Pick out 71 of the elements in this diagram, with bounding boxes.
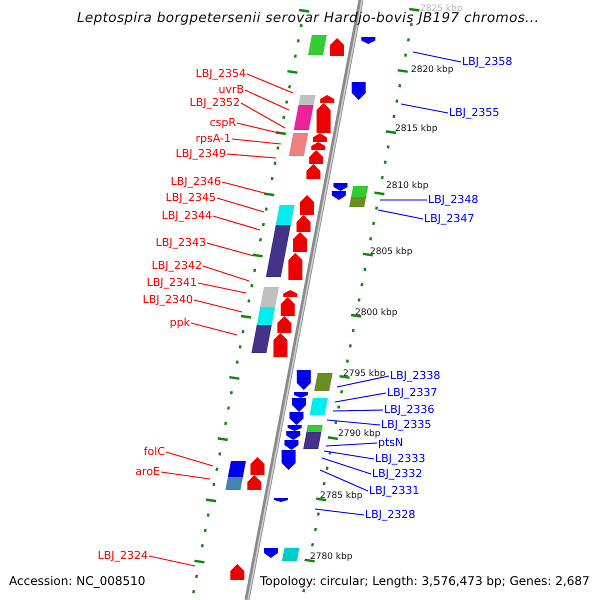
gene-label: cspR — [210, 117, 236, 129]
leader-line — [226, 153, 276, 159]
gene-label: LBJ_2340 — [142, 294, 193, 306]
gene-label: LBJ_2349 — [176, 148, 226, 160]
tick-label: 2795 kbp — [343, 368, 386, 380]
gene-label: LBJ_2354 — [196, 68, 246, 80]
leader-line — [148, 555, 196, 567]
leader-line — [222, 181, 268, 195]
tick-label: 2780 kbp — [310, 551, 352, 563]
leader-line — [412, 51, 462, 63]
leader-line — [334, 392, 386, 403]
leader-line — [190, 322, 238, 336]
footer-text: Accession: NC_008510 — [9, 574, 146, 589]
gene-label: LBJ_2342 — [152, 260, 202, 272]
gene-label: LBJ_2358 — [462, 56, 512, 68]
leader-line — [240, 102, 286, 128]
tick-label: 2815 kbp — [395, 123, 438, 135]
gene-label: uvrB — [218, 84, 244, 96]
leader-line — [206, 242, 254, 257]
gene-label: LBJ_2341 — [146, 277, 197, 289]
gene-label: ppk — [170, 317, 190, 329]
gene-label: LBJ_2338 — [390, 370, 440, 382]
gene-label: LBJ_2331 — [369, 485, 420, 497]
gene-label: ptsN — [378, 437, 404, 449]
gene-label: rpsA-1 — [196, 133, 231, 145]
leader-line — [166, 451, 214, 467]
leader-line — [380, 199, 427, 201]
leader-line — [400, 103, 448, 114]
leader-line — [212, 215, 260, 231]
leader-line — [194, 299, 242, 313]
leader-line — [336, 375, 390, 388]
gene-label: LBJ_2355 — [449, 107, 500, 119]
leader-line — [202, 265, 250, 282]
tick-label: 2820 kbp — [411, 64, 454, 76]
tick-label: 2785 kbp — [320, 490, 362, 502]
gene-label: LBJ_2328 — [365, 509, 416, 521]
leader-line — [326, 442, 378, 447]
leader-line — [314, 508, 364, 516]
gene-label: LBJ_2343 — [156, 237, 206, 249]
gene-label: LBJ_2347 — [424, 213, 474, 225]
gene-label: LBJ_2352 — [190, 97, 240, 109]
tick-label: 2800 kbp — [355, 307, 398, 319]
leader-line — [216, 197, 264, 213]
leader-line — [246, 74, 294, 94]
gene-label: aroE — [135, 466, 160, 478]
gene-label: LBJ_2344 — [162, 210, 212, 222]
tick-label: 2810 kbp — [386, 180, 428, 192]
gene-label: folC — [144, 446, 165, 458]
gene-label: LBJ_2346 — [170, 176, 221, 188]
leader-line — [244, 90, 290, 110]
gene-label: LBJ_2324 — [98, 550, 148, 562]
leader-line — [198, 282, 246, 294]
tick-label: 2790 kbp — [338, 428, 380, 439]
gene-label: LBJ_2336 — [384, 404, 434, 416]
leader-line — [160, 471, 210, 480]
leader-line — [378, 209, 424, 220]
leader-line — [236, 122, 284, 135]
leader-line — [232, 138, 282, 145]
gene-label: LBJ_2335 — [381, 419, 432, 431]
gene-label: LBJ_2332 — [372, 468, 422, 480]
gene-label: LBJ_2345 — [166, 192, 216, 204]
leader-line — [332, 409, 384, 412]
leader-line — [320, 470, 368, 492]
footer-text: Topology: circular; Length: 3,576,473 bp; Genes: 2,687 — [260, 574, 590, 589]
leader-line — [326, 419, 380, 426]
leader-line — [322, 457, 372, 475]
leader-line — [324, 450, 374, 460]
gene-label: LBJ_2333 — [375, 453, 426, 465]
tick-label: 2805 kbp — [370, 246, 412, 258]
gene-label: LBJ_2348 — [428, 194, 478, 206]
gene-label: LBJ_2337 — [387, 387, 438, 399]
